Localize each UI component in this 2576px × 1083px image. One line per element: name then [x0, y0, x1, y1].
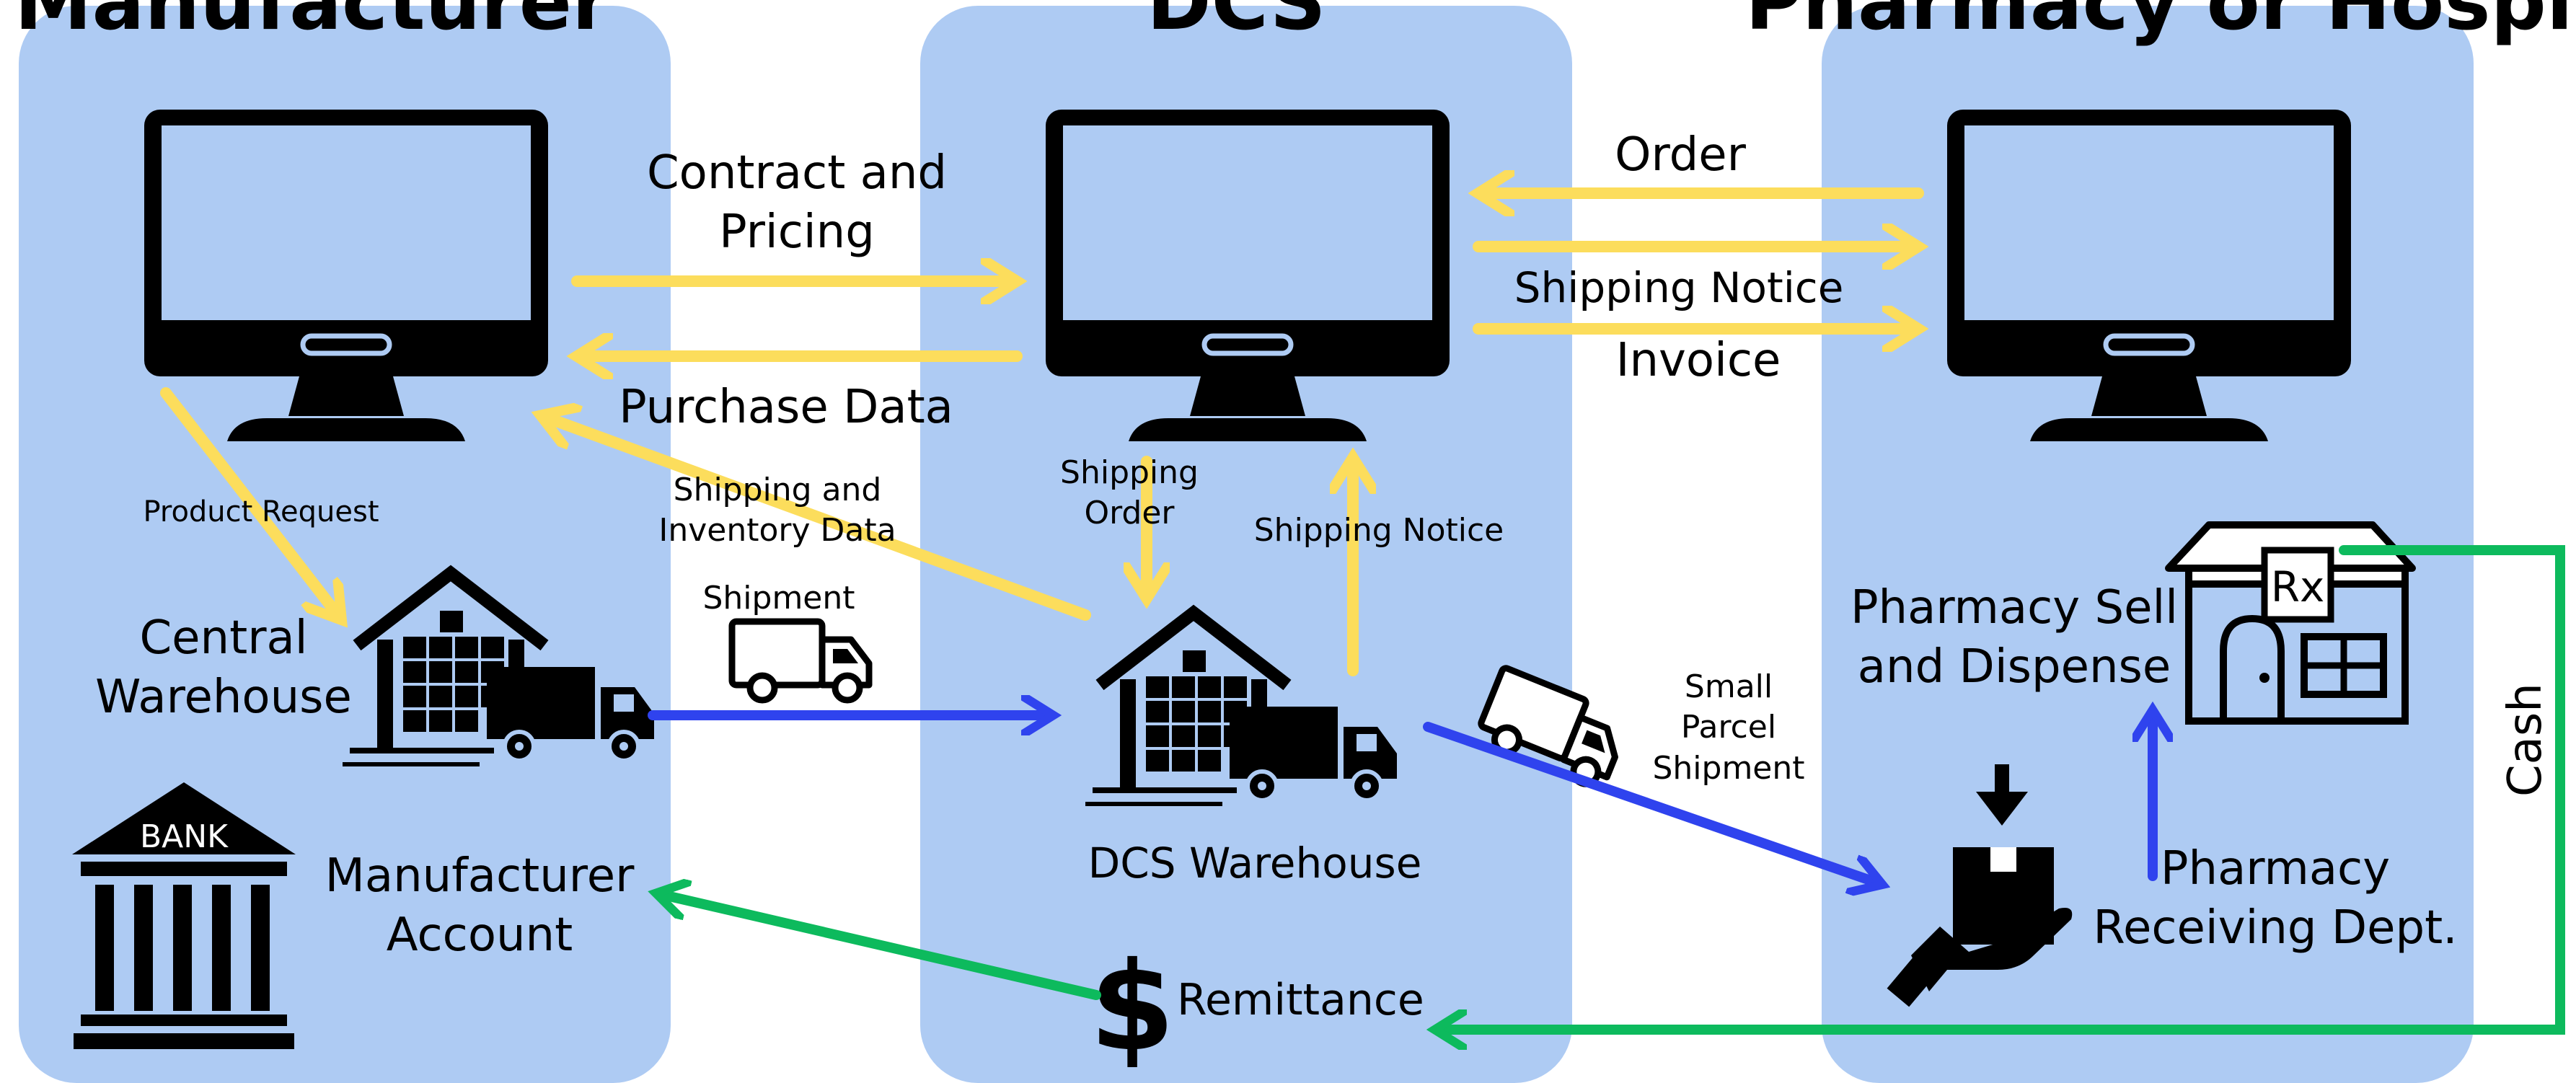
- dollar-icon: $: [1090, 936, 1175, 1079]
- product-request-label: Product Request: [143, 495, 379, 529]
- central-warehouse-label: Central Warehouse: [95, 611, 352, 724]
- invoice-label: Invoice: [1615, 334, 1781, 387]
- shipping-notice-top-label: Shipping Notice: [1514, 263, 1844, 312]
- small-parcel-label: Small Parcel Shipment: [1652, 668, 1805, 787]
- pharmacy-sell-label: Pharmacy Sell and Dispense: [1850, 581, 2179, 694]
- shipping-notice-mid-label: Shipping Notice: [1253, 512, 1504, 549]
- shipping-inventory-arrow: [544, 417, 1091, 621]
- product-request-arrow: [160, 387, 339, 616]
- central-warehouse-icon: [343, 573, 654, 766]
- small-parcel-arrow: [1423, 722, 1879, 883]
- cash-arrow: [1439, 545, 2565, 1030]
- pharmacy-store-icon: Rx: [2165, 521, 2416, 725]
- dcs-heading: DCS: [1147, 0, 1326, 48]
- shipment-truck-icon: [732, 622, 869, 700]
- shipment-label: Shipment: [702, 580, 855, 616]
- pharmacy-monitor-icon: [1947, 110, 2351, 441]
- order-label: Order: [1615, 128, 1746, 182]
- manufacturer-monitor-icon: [144, 110, 548, 441]
- dcs-warehouse-label: DCS Warehouse: [1088, 839, 1422, 888]
- bank-icon: BANK: [72, 782, 296, 1049]
- manufacturer-account-label: Manufacturer Account: [325, 849, 635, 962]
- cash-label: Cash: [2499, 683, 2552, 797]
- remittance-label: Remittance: [1177, 975, 1424, 1025]
- manufacturer-heading: Manufacturer: [14, 0, 611, 48]
- dcs-monitor-icon: [1046, 110, 1450, 441]
- remittance-arrow: [660, 894, 1101, 1000]
- purchase-data-label: Purchase Data: [619, 381, 953, 434]
- bank-sign-text: BANK: [140, 818, 229, 855]
- contract-pricing-label: Contract and Pricing: [646, 146, 948, 259]
- pharmacy-receiving-label: Pharmacy Receiving Dept.: [2093, 842, 2458, 955]
- rx-sign-text: Rx: [2271, 562, 2325, 611]
- shipping-inventory-label: Shipping and Inventory Data: [658, 472, 896, 549]
- pharmacy-heading: Pharmacy or Hospital: [1745, 0, 2576, 48]
- receiving-hand-icon: [1887, 764, 2073, 1007]
- shipping-order-label: Shipping Order: [1060, 454, 1199, 532]
